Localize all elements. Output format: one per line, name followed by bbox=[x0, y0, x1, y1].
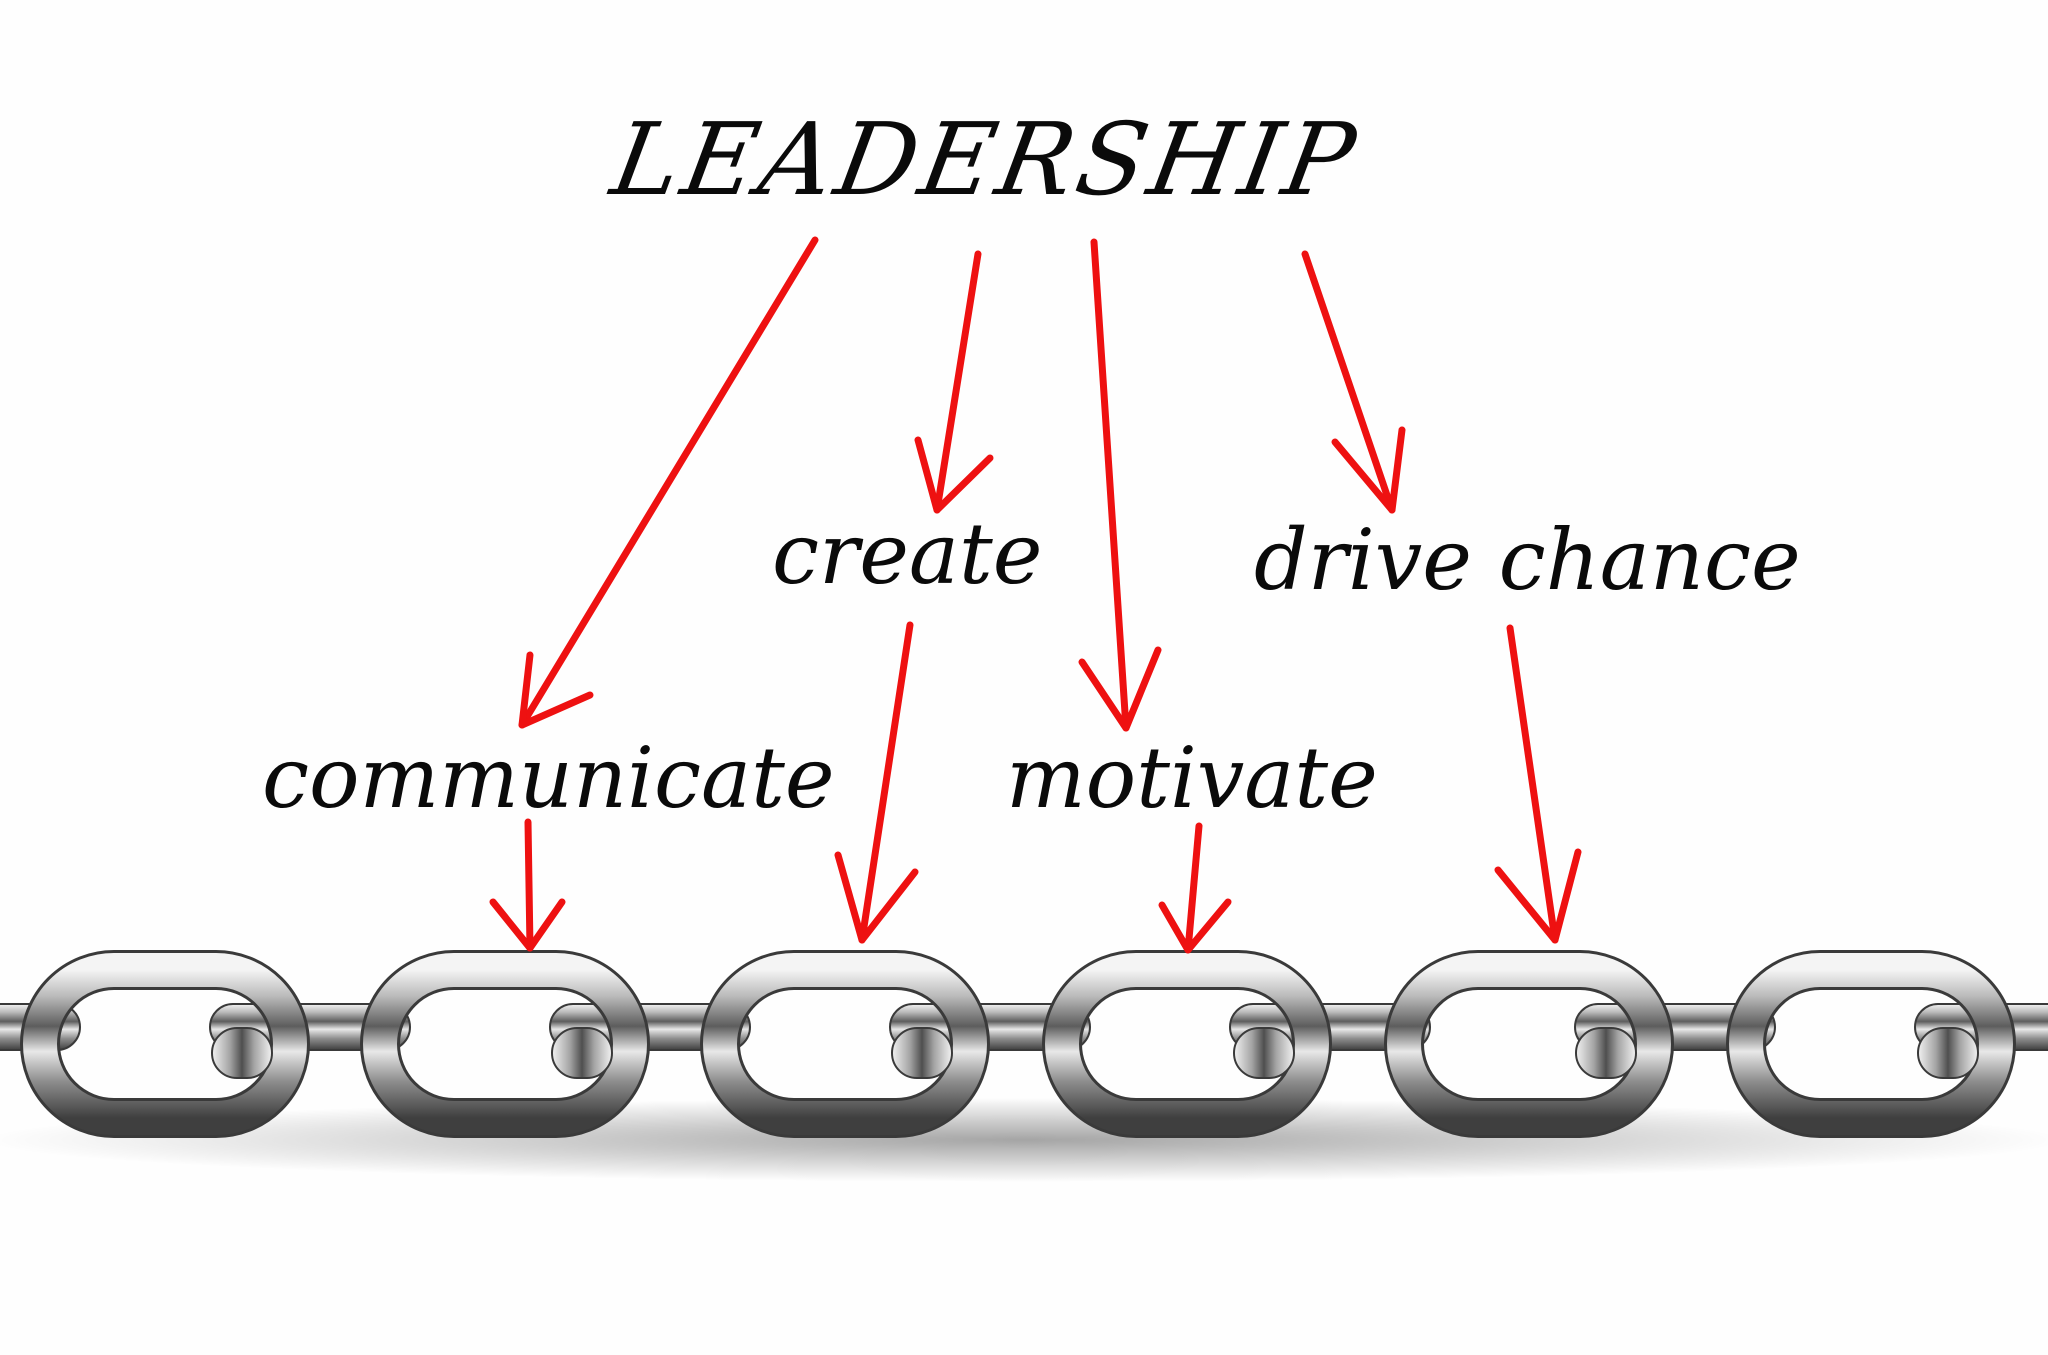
chain-link bbox=[1384, 950, 1674, 1138]
arrow-to-drive-chance bbox=[1301, 250, 1406, 514]
chain-side-link-front bbox=[1233, 1027, 1295, 1079]
chain-link bbox=[1726, 950, 2016, 1138]
leadership-title: LEADERSHIP bbox=[603, 101, 1367, 218]
arrow-to-communicate bbox=[518, 236, 819, 729]
chain-link bbox=[1042, 950, 1332, 1138]
label-motivate: motivate bbox=[1006, 729, 1378, 827]
arrow-to-motivate bbox=[1078, 238, 1162, 732]
chain bbox=[0, 950, 2048, 1138]
chain-side-link-front bbox=[551, 1027, 613, 1079]
label-communicate: communicate bbox=[262, 729, 835, 827]
arrow-motivate-to-chain bbox=[1158, 822, 1232, 954]
label-drive-chance: drive chance bbox=[1254, 511, 1801, 609]
chain-link bbox=[20, 950, 310, 1138]
chain-side-link-front bbox=[1575, 1027, 1637, 1079]
chain-side-link-front bbox=[891, 1027, 953, 1079]
chain-shadow bbox=[0, 1098, 2048, 1182]
label-create: create bbox=[772, 505, 1043, 603]
arrow-create-to-chain bbox=[834, 621, 919, 944]
chain-link bbox=[360, 950, 650, 1138]
arrow-to-create bbox=[914, 250, 994, 514]
chain-side-link-front bbox=[211, 1027, 273, 1079]
arrow-communicate-to-chain bbox=[489, 818, 566, 952]
arrows bbox=[489, 236, 1582, 954]
arrow-drive-chance-to-chain bbox=[1494, 624, 1582, 944]
chain-side-link-front bbox=[1917, 1027, 1979, 1079]
chain-link bbox=[700, 950, 990, 1138]
